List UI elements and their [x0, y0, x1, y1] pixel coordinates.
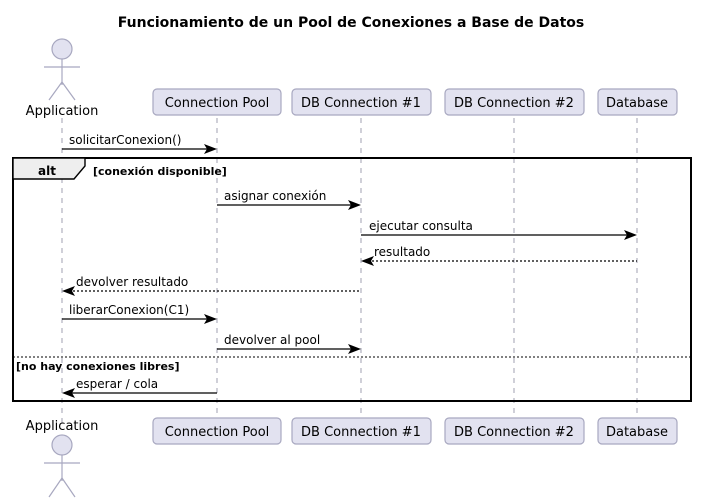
participant-label-connection-pool-top: Connection Pool — [165, 96, 270, 111]
participant-label-db-connection-2-bottom: DB Connection #2 — [454, 425, 574, 440]
lifelines-layer — [61, 118, 638, 425]
participant-box-db-connection-2-top[interactable]: DB Connection #2 — [444, 88, 585, 116]
arrowhead-right-2 — [348, 200, 361, 210]
participant-box-db-connection-1-bottom[interactable]: DB Connection #1 — [291, 417, 432, 445]
fragment-operator-tab — [12, 157, 86, 180]
participant-box-db-connection-2-bottom[interactable]: DB Connection #2 — [444, 417, 585, 445]
participant-rect — [291, 417, 432, 445]
fragment-guard-label-2: [no hay conexiones libres] — [16, 360, 180, 373]
participant-rect — [291, 88, 432, 116]
message-label-5: devolver resultado — [76, 275, 188, 289]
message-label-1: solicitarConexion() — [69, 133, 181, 147]
actor-leg-right-icon — [61, 81, 76, 101]
actor-label-application-bottom: Application — [26, 419, 99, 434]
message-label-2: asignar conexión — [224, 189, 326, 203]
message-label-4: resultado — [374, 245, 430, 259]
participant-label-db-connection-2-top: DB Connection #2 — [454, 96, 574, 111]
fragment-guard-label-1: [conexión disponible] — [93, 165, 227, 178]
message-label-7: devolver al pool — [224, 333, 320, 347]
participant-rect — [444, 417, 585, 445]
arrowhead-left-4 — [361, 256, 374, 266]
participant-rect — [444, 88, 585, 116]
combined-fragment-alt: alt [conexión disponible] [no hay conexi… — [12, 157, 692, 402]
message-resultado[interactable]: resultado — [361, 245, 637, 266]
actor-leg-left-icon — [48, 81, 63, 101]
participant-box-database-bottom[interactable]: Database — [597, 417, 678, 445]
arrowhead-left-8 — [62, 388, 75, 398]
arrowhead-right-1 — [204, 144, 217, 154]
participant-rect — [597, 417, 678, 445]
message-label-3: ejecutar consulta — [369, 219, 473, 233]
arrowhead-right-6 — [204, 314, 217, 324]
message-label-6: liberarConexion(C1) — [69, 303, 189, 317]
participant-box-db-connection-1-top[interactable]: DB Connection #1 — [291, 88, 432, 116]
participant-label-db-connection-1-top: DB Connection #1 — [301, 96, 421, 111]
message-asignar-conexion[interactable]: asignar conexión — [217, 189, 361, 210]
actor-label-application-top: Application — [26, 104, 99, 119]
actor-leg-right-icon — [61, 477, 76, 498]
participant-box-connection-pool-top[interactable]: Connection Pool — [152, 88, 282, 116]
actor-head-icon — [51, 38, 73, 60]
actor-application-top[interactable]: Application — [26, 38, 99, 119]
participant-box-database-top[interactable]: Database — [597, 88, 678, 116]
participant-label-db-connection-1-bottom: DB Connection #1 — [301, 425, 421, 440]
message-liberar-conexion[interactable]: liberarConexion(C1) — [62, 303, 217, 324]
page-title: Funcionamiento de un Pool de Conexiones … — [118, 15, 584, 31]
participant-header-row: Connection Pool DB Connection #1 DB Conn… — [152, 88, 678, 116]
message-devolver-resultado[interactable]: devolver resultado — [62, 275, 361, 296]
actor-leg-left-icon — [48, 477, 63, 498]
actor-application-bottom[interactable]: Application — [26, 419, 99, 498]
fragment-operator-label: alt — [38, 164, 56, 178]
participant-rect — [152, 88, 282, 116]
actor-head-icon — [51, 434, 73, 456]
message-ejecutar-consulta[interactable]: ejecutar consulta — [361, 219, 637, 240]
message-label-8: esperar / cola — [76, 377, 158, 391]
arrowhead-right-7 — [348, 344, 361, 354]
message-solicitar-conexion[interactable]: solicitarConexion() — [62, 133, 217, 154]
participant-label-database-top: Database — [606, 96, 668, 111]
participant-rect — [597, 88, 678, 116]
participant-rect — [152, 417, 282, 445]
message-devolver-al-pool[interactable]: devolver al pool — [217, 333, 361, 354]
arrowhead-right-3 — [624, 230, 637, 240]
participant-label-database-bottom: Database — [606, 425, 668, 440]
participant-label-connection-pool-bottom: Connection Pool — [165, 425, 270, 440]
participant-footer-row: Connection Pool DB Connection #1 DB Conn… — [152, 417, 678, 445]
fragment-border — [12, 157, 692, 402]
message-esperar-cola[interactable]: esperar / cola — [62, 377, 217, 398]
arrowhead-left-5 — [62, 286, 75, 296]
participant-box-connection-pool-bottom[interactable]: Connection Pool — [152, 417, 282, 445]
